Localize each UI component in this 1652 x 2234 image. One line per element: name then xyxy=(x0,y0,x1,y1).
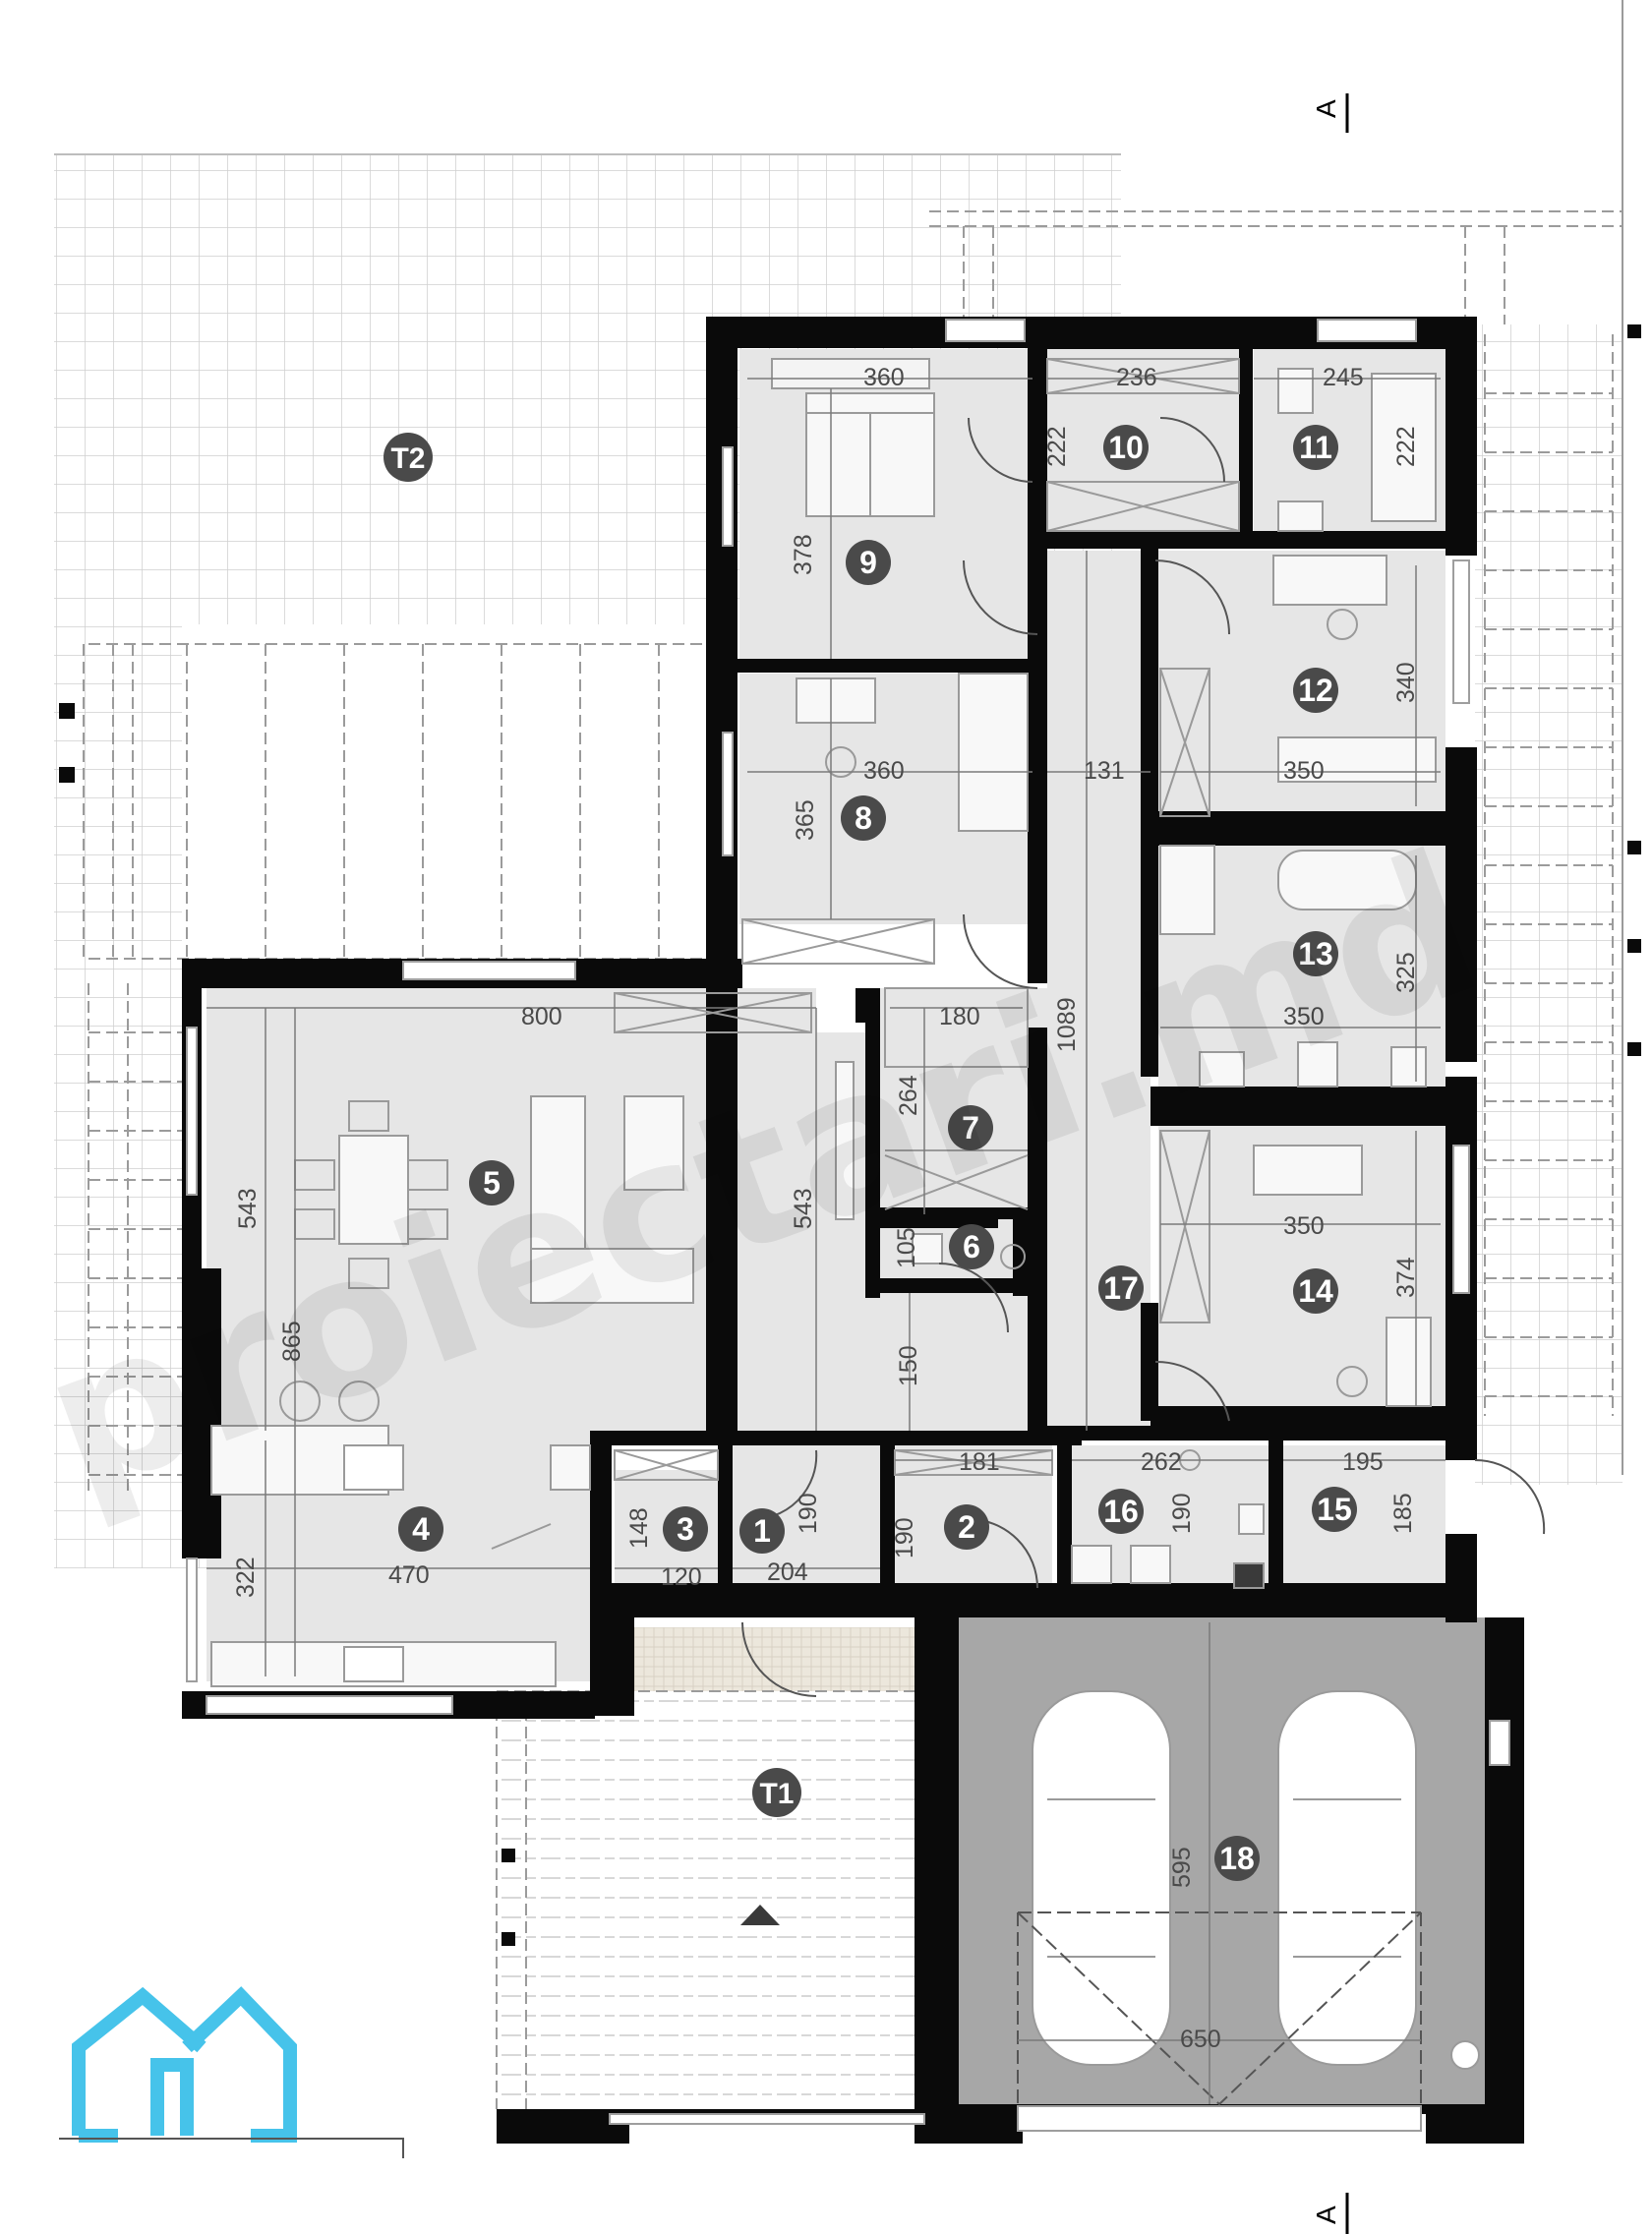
dim-label: 650 xyxy=(1180,2026,1221,2053)
room-number: 6 xyxy=(963,1229,980,1264)
room-badge: 13 xyxy=(1293,931,1338,976)
terrace-east xyxy=(924,0,1641,1485)
room-number: 2 xyxy=(958,1509,975,1545)
room-number: 15 xyxy=(1317,1492,1352,1527)
room-number: 5 xyxy=(483,1165,501,1201)
terrace-label: T2 xyxy=(390,442,425,475)
dim-label: 120 xyxy=(661,1563,702,1591)
room-number: 7 xyxy=(962,1110,979,1146)
dim-label: 325 xyxy=(1392,952,1420,993)
dim-label: 236 xyxy=(1116,364,1157,391)
dim-label: 350 xyxy=(1283,757,1325,785)
room-number: 9 xyxy=(859,545,877,580)
dim-label: 350 xyxy=(1283,1212,1325,1240)
room-number: 8 xyxy=(855,800,872,836)
room-number: 3 xyxy=(677,1511,694,1547)
dimension-labels: 360 236 245 222 222 378 340 350 360 365 … xyxy=(232,364,1420,2053)
dim-label: 190 xyxy=(891,1517,918,1558)
section-markers: A A xyxy=(1311,93,1349,2234)
room-number: 14 xyxy=(1298,1273,1333,1309)
terrace-tag-t1: T1 xyxy=(752,1768,801,1817)
dim-label: 264 xyxy=(895,1075,922,1116)
logo-baseline xyxy=(59,2138,404,2158)
room-badges: 1 2 3 4 5 6 7 8 9 10 11 12 13 14 15 16 1… xyxy=(398,425,1357,1881)
room-number: 11 xyxy=(1299,430,1332,465)
windows xyxy=(186,319,1510,2132)
room-badge: 6 xyxy=(949,1224,994,1269)
dim-label: 595 xyxy=(1168,1847,1196,1888)
logo-house-icon xyxy=(72,1986,297,2143)
room-badge: 5 xyxy=(469,1160,514,1205)
dim-label: 865 xyxy=(278,1321,306,1362)
door-swings xyxy=(741,417,1546,1697)
room-number: 4 xyxy=(412,1511,430,1547)
dim-label: 222 xyxy=(1043,426,1071,467)
garage-door-swing xyxy=(1017,1911,1422,2106)
room-number: 10 xyxy=(1108,430,1144,465)
room-badge: 7 xyxy=(948,1105,993,1150)
dim-label: 185 xyxy=(1389,1493,1417,1534)
room-badge: 11 xyxy=(1293,425,1338,470)
furniture xyxy=(210,358,1480,2070)
dim-label: 190 xyxy=(795,1493,822,1534)
dim-label: 190 xyxy=(1168,1493,1196,1534)
dim-label: 340 xyxy=(1392,662,1420,703)
room-badge: 12 xyxy=(1293,668,1338,713)
dim-label: 470 xyxy=(388,1561,430,1589)
dim-label: 181 xyxy=(959,1448,1000,1476)
terrace-tag-t2: T2 xyxy=(384,433,433,482)
dim-label: 322 xyxy=(232,1557,260,1598)
dim-label: 105 xyxy=(893,1227,920,1268)
room-badge: 9 xyxy=(846,540,891,585)
room-number: 18 xyxy=(1219,1841,1255,1876)
dim-label: 262 xyxy=(1141,1448,1182,1476)
dim-label: 378 xyxy=(790,534,817,575)
room-number: 1 xyxy=(753,1513,771,1549)
dim-label: 245 xyxy=(1323,364,1364,391)
dim-label: 180 xyxy=(939,1003,980,1030)
dim-label: 195 xyxy=(1342,1448,1384,1476)
dim-label: 374 xyxy=(1392,1257,1420,1298)
dim-label: 543 xyxy=(790,1188,817,1229)
room-badge: 15 xyxy=(1312,1487,1357,1532)
terrace-tags: T2 T1 xyxy=(384,433,801,1817)
dim-label: 800 xyxy=(521,1003,562,1030)
room-badge: 16 xyxy=(1098,1489,1144,1534)
section-marker-top: A xyxy=(1311,99,1341,118)
dimension-lines xyxy=(206,378,1446,2104)
dim-label: 1089 xyxy=(1053,997,1081,1052)
dim-label: 222 xyxy=(1392,426,1420,467)
section-marker-bottom: A xyxy=(1311,2205,1341,2224)
terrace-t1 xyxy=(496,1627,919,2109)
room-badge: 18 xyxy=(1214,1836,1260,1881)
dim-label: 148 xyxy=(625,1507,653,1549)
room-number: 12 xyxy=(1298,673,1333,708)
pergola-post xyxy=(59,703,75,783)
dim-label: 543 xyxy=(234,1188,262,1229)
dim-label: 360 xyxy=(863,364,905,391)
terrace-label: T1 xyxy=(759,1778,794,1810)
dim-label: 350 xyxy=(1283,1003,1325,1030)
dim-label: 204 xyxy=(767,1558,808,1586)
dim-label: 360 xyxy=(863,757,905,785)
room-number: 16 xyxy=(1103,1494,1139,1529)
room-badge: 8 xyxy=(841,795,886,841)
dim-label: 150 xyxy=(895,1345,922,1386)
room-badge: 14 xyxy=(1293,1268,1338,1314)
room-badge: 4 xyxy=(398,1506,443,1552)
room-badge: 3 xyxy=(663,1506,708,1552)
room-number: 13 xyxy=(1298,936,1333,971)
entrance-arrow xyxy=(740,1905,780,1925)
dim-label: 131 xyxy=(1084,757,1125,785)
dim-label: 365 xyxy=(792,799,819,841)
room-badge: 10 xyxy=(1103,425,1149,470)
room-badge: 1 xyxy=(739,1508,785,1554)
room-badge: 17 xyxy=(1098,1265,1144,1311)
room-number: 17 xyxy=(1103,1270,1139,1306)
room-badge: 2 xyxy=(944,1504,989,1550)
